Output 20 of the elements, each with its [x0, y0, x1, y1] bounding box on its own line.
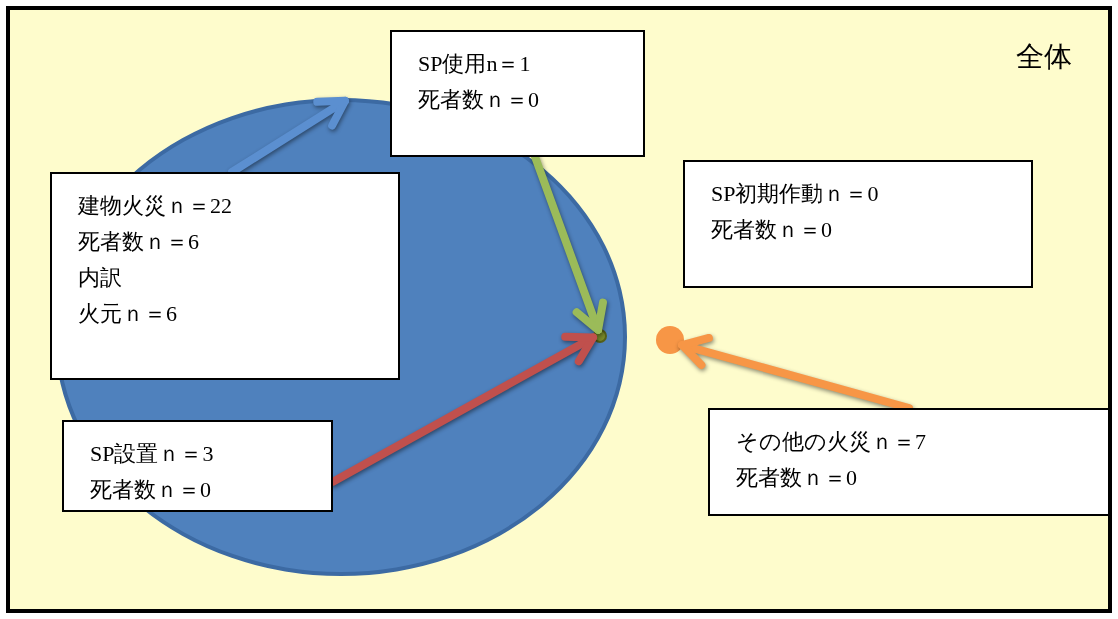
box-text: 死者数ｎ＝6 [78, 228, 200, 256]
box-text: 内訳 [78, 264, 123, 292]
box-text: SP設置ｎ＝3 [90, 440, 215, 468]
text-box [708, 408, 1110, 516]
box-text: 死者数ｎ＝0 [418, 86, 540, 114]
frame-title: 全体 [1016, 40, 1072, 74]
box-text: 死者数ｎ＝0 [711, 216, 833, 244]
box-text: 死者数ｎ＝0 [90, 476, 212, 504]
box-text: 死者数ｎ＝0 [736, 464, 858, 492]
box-text: 火元ｎ＝6 [78, 300, 178, 328]
dot [656, 326, 684, 354]
box-text: その他の火災ｎ＝7 [736, 428, 927, 456]
text-box [62, 420, 333, 512]
text-box [50, 172, 400, 380]
box-text: SP使用n＝1 [418, 50, 532, 78]
box-text: SP初期作動ｎ＝0 [711, 180, 880, 208]
text-box [683, 160, 1033, 288]
text-box [390, 30, 645, 157]
diagram-frame [6, 6, 1112, 613]
box-text: 建物火災ｎ＝22 [78, 192, 233, 220]
